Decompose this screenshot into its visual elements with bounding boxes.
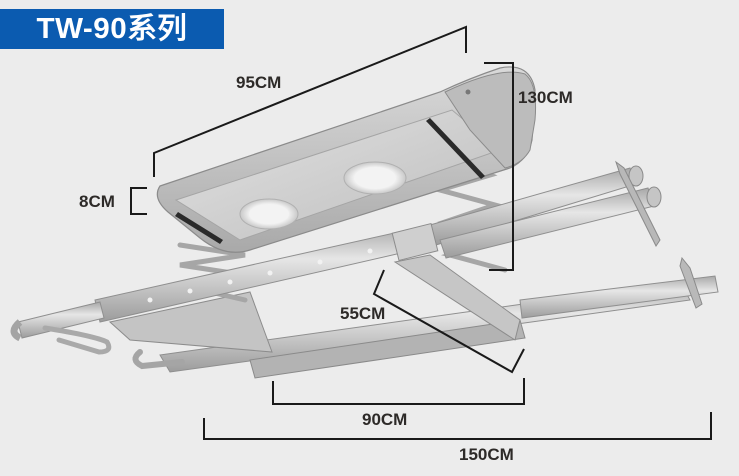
- series-title: TW-90系列: [36, 13, 188, 45]
- label-150cm: 150CM: [459, 445, 514, 464]
- dim-line-55cm: [372, 269, 525, 374]
- label-55cm: 55CM: [340, 304, 386, 323]
- dim-line-130cm: [484, 62, 514, 271]
- dim-line-150cm: [203, 412, 712, 440]
- dimension-lines: [130, 25, 712, 440]
- label-90cm: 90CM: [362, 410, 408, 429]
- series-title-banner: TW-90系列: [0, 9, 224, 49]
- label-130cm: 130CM: [518, 88, 573, 107]
- label-8cm: 8CM: [79, 192, 115, 211]
- lower-rack-bar: [132, 256, 719, 379]
- top-housing: [156, 66, 536, 253]
- label-95cm: 95CM: [236, 73, 282, 92]
- dim-line-95cm: [153, 25, 467, 177]
- upper-rack-bar: [10, 160, 662, 355]
- dim-line-8cm: [130, 187, 147, 215]
- side-arms: [108, 254, 521, 353]
- dim-line-90cm: [272, 378, 525, 405]
